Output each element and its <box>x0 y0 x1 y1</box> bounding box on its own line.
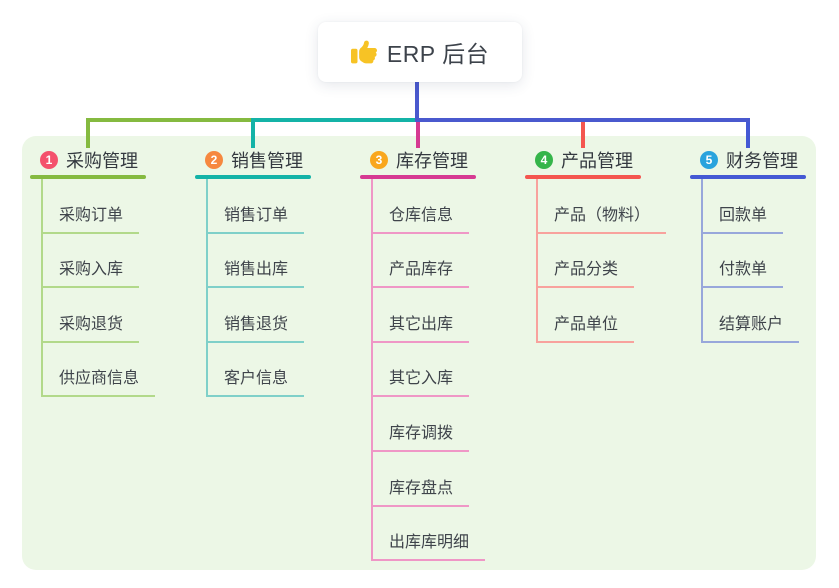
branch-label: 采购管理 <box>66 151 138 171</box>
branch-header[interactable]: 4 产品管理 <box>525 148 687 172</box>
branch-label: 财务管理 <box>726 151 798 171</box>
leaf-node[interactable]: 销售出库 <box>206 234 305 289</box>
connector-drop-2 <box>251 118 255 148</box>
branch-spine <box>206 179 208 398</box>
branch-spine <box>41 179 43 398</box>
branch-items: 采购订单采购入库采购退货供应商信息 <box>41 179 192 398</box>
leaf-node[interactable]: 供应商信息 <box>41 343 156 398</box>
branch-spine <box>536 179 538 343</box>
connector-bus-right <box>415 118 750 122</box>
leaf-node[interactable]: 产品分类 <box>536 234 635 289</box>
branch-column-4: 4 产品管理 产品（物料）产品分类产品单位 <box>525 148 687 343</box>
connector-drop-4 <box>581 118 585 148</box>
leaf-node[interactable]: 产品库存 <box>371 234 470 289</box>
thumbs-up-icon <box>350 40 377 64</box>
root-title: ERP 后台 <box>386 41 490 67</box>
branch-underline <box>360 175 476 179</box>
leaf-node[interactable]: 出库库明细 <box>371 507 486 562</box>
leaf-node[interactable]: 库存盘点 <box>371 452 470 507</box>
leaf-node[interactable]: 采购订单 <box>41 179 140 234</box>
branch-underline <box>525 175 641 179</box>
branch-number-badge: 5 <box>700 151 718 169</box>
branch-number-badge: 3 <box>370 151 388 169</box>
connector-bus-left <box>86 118 253 122</box>
branch-underline <box>690 175 806 179</box>
branch-header[interactable]: 2 销售管理 <box>195 148 357 172</box>
leaf-node[interactable]: 结算账户 <box>701 288 800 343</box>
leaf-node[interactable]: 付款单 <box>701 234 784 289</box>
branch-spine <box>701 179 703 343</box>
leaf-node[interactable]: 客户信息 <box>206 343 305 398</box>
branch-items: 仓库信息产品库存其它出库其它入库库存调拨库存盘点出库库明细 <box>371 179 522 562</box>
leaf-node[interactable]: 销售退货 <box>206 288 305 343</box>
branch-number-badge: 1 <box>40 151 58 169</box>
branch-underline <box>30 175 146 179</box>
branch-header[interactable]: 3 库存管理 <box>360 148 522 172</box>
branch-label: 产品管理 <box>561 151 633 171</box>
leaf-node[interactable]: 采购退货 <box>41 288 140 343</box>
branches-panel <box>22 136 816 570</box>
leaf-node[interactable]: 采购入库 <box>41 234 140 289</box>
branch-column-3: 3 库存管理 仓库信息产品库存其它出库其它入库库存调拨库存盘点出库库明细 <box>360 148 522 562</box>
leaf-node[interactable]: 仓库信息 <box>371 179 470 234</box>
branch-header[interactable]: 1 采购管理 <box>30 148 192 172</box>
branch-underline <box>195 175 311 179</box>
leaf-node[interactable]: 销售订单 <box>206 179 305 234</box>
connector-trunk <box>415 80 419 122</box>
root-node[interactable]: ERP 后台 <box>318 22 522 82</box>
connector-drop-1 <box>86 118 90 148</box>
branch-column-1: 1 采购管理 采购订单采购入库采购退货供应商信息 <box>30 148 192 398</box>
connector-drop-5 <box>746 118 750 148</box>
branch-label: 库存管理 <box>396 151 468 171</box>
branch-header[interactable]: 5 财务管理 <box>690 148 839 172</box>
leaf-node[interactable]: 其它出库 <box>371 288 470 343</box>
branch-items: 回款单付款单结算账户 <box>701 179 839 343</box>
branch-items: 销售订单销售出库销售退货客户信息 <box>206 179 357 398</box>
branch-number-badge: 4 <box>535 151 553 169</box>
connector-bus-mid <box>251 118 419 122</box>
branch-column-2: 2 销售管理 销售订单销售出库销售退货客户信息 <box>195 148 357 398</box>
connector-drop-3 <box>416 118 420 148</box>
branch-spine <box>371 179 373 562</box>
branch-items: 产品（物料）产品分类产品单位 <box>536 179 687 343</box>
leaf-node[interactable]: 回款单 <box>701 179 784 234</box>
leaf-node[interactable]: 产品（物料） <box>536 179 667 234</box>
branch-column-5: 5 财务管理 回款单付款单结算账户 <box>690 148 839 343</box>
leaf-node[interactable]: 库存调拨 <box>371 397 470 452</box>
branch-label: 销售管理 <box>231 151 303 171</box>
leaf-node[interactable]: 产品单位 <box>536 288 635 343</box>
branch-number-badge: 2 <box>205 151 223 169</box>
leaf-node[interactable]: 其它入库 <box>371 343 470 398</box>
